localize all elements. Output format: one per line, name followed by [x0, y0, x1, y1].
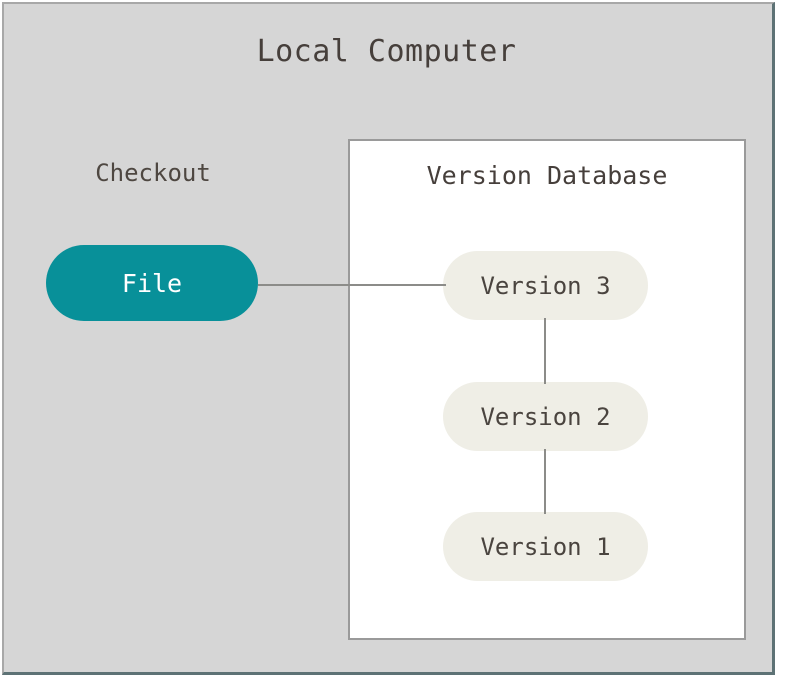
version-node-3-label: Version 3 [480, 274, 610, 298]
version-node-1[interactable]: Version 1 [443, 512, 648, 581]
version-node-2-label: Version 2 [480, 405, 610, 429]
connector-file-to-version-3 [258, 284, 446, 286]
connector-version-2-to-version-1 [544, 449, 546, 514]
file-node-label: File [122, 271, 182, 296]
local-computer-title: Local Computer [0, 34, 773, 70]
version-node-2[interactable]: Version 2 [443, 382, 648, 451]
connector-version-3-to-version-2 [544, 318, 546, 384]
file-node[interactable]: File [46, 245, 258, 321]
version-node-1-label: Version 1 [480, 535, 610, 559]
checkout-label: Checkout [28, 158, 278, 188]
version-node-3[interactable]: Version 3 [443, 251, 648, 320]
version-database-title: Version Database [348, 160, 746, 192]
